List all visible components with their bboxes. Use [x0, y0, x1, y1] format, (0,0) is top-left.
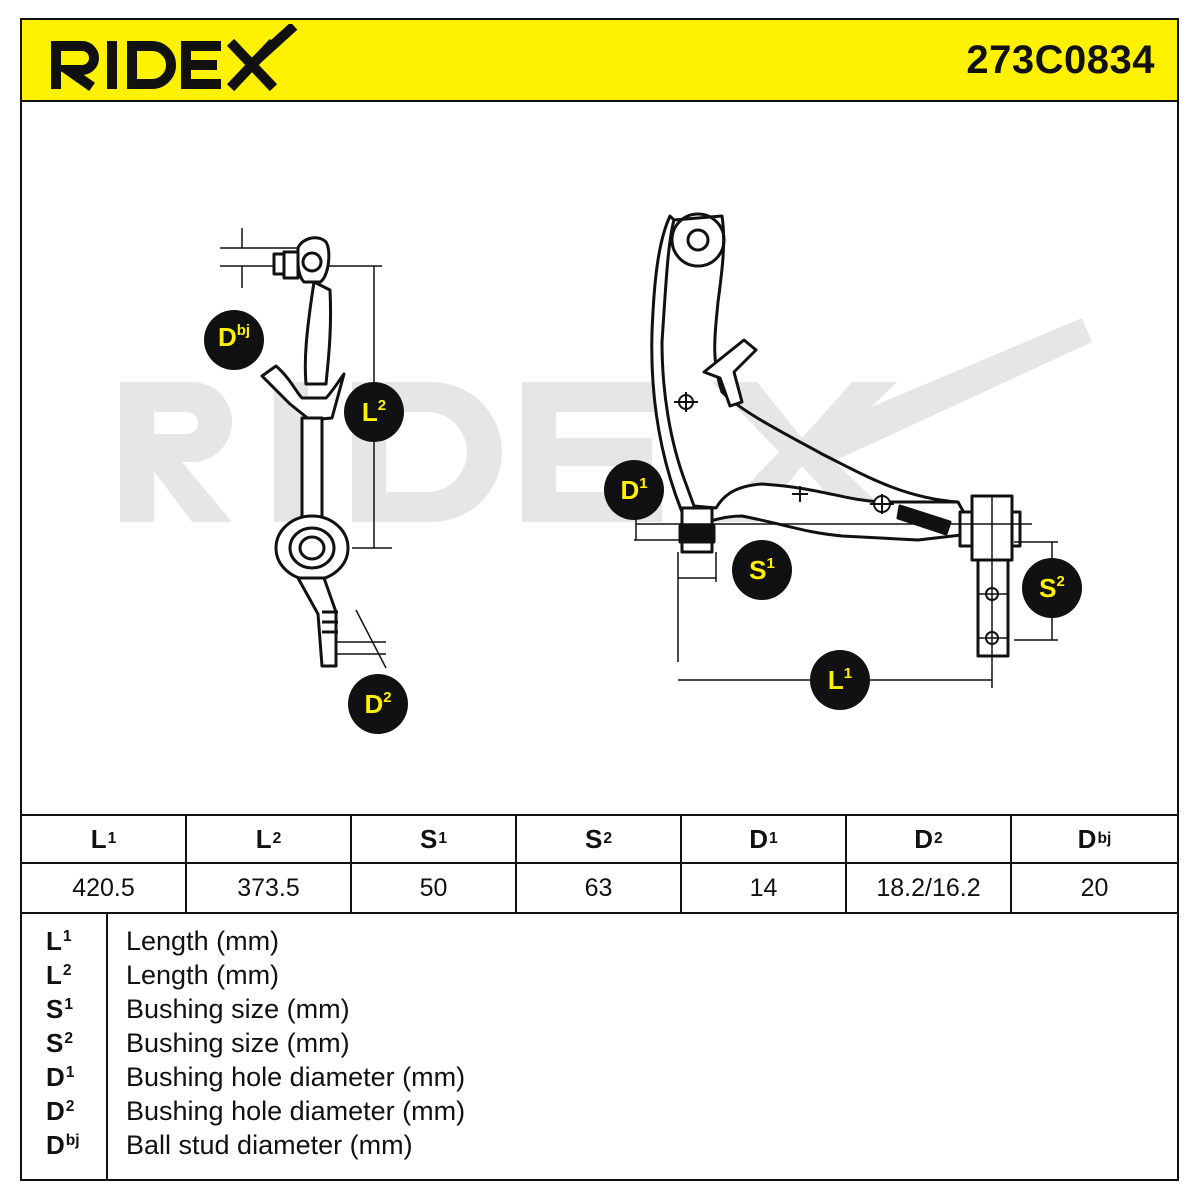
legend-symbol: Dbj — [46, 1130, 80, 1160]
legend-description: Length (mm) — [126, 960, 280, 990]
svg-text:L2: L2 — [362, 397, 386, 427]
legend-description: Bushing hole diameter (mm) — [126, 1062, 466, 1092]
legend-symbol: S1 — [46, 994, 74, 1024]
top-view-arm — [634, 212, 1058, 688]
legend-row: L2 Length (mm) — [22, 958, 1177, 992]
legend-row: D2 Bushing hole diameter (mm) — [22, 1094, 1177, 1128]
legend-symbol: S2 — [46, 1028, 74, 1058]
value-cell: 20 — [1080, 873, 1109, 902]
legend-symbol: L1 — [46, 926, 72, 956]
svg-text:D2: D2 — [364, 689, 391, 719]
callout-l2: L2 — [344, 382, 404, 442]
legend-symbol: L2 — [46, 960, 72, 990]
svg-text:L1: L1 — [828, 665, 852, 695]
svg-text:Dbj: Dbj — [218, 322, 250, 352]
svg-text:D1: D1 — [620, 475, 647, 505]
side-view-arm — [220, 228, 392, 669]
callout-s2: S2 — [1022, 558, 1082, 618]
legend-row: S2 Bushing size (mm) — [22, 1026, 1177, 1060]
legend-description: Bushing size (mm) — [126, 1028, 350, 1058]
value-cell: 420.5 — [22, 864, 187, 912]
legend-row: S1 Bushing size (mm) — [22, 992, 1177, 1026]
part-number: 273C0834 — [966, 38, 1155, 82]
legend-row: D1 Bushing hole diameter (mm) — [22, 1060, 1177, 1094]
callout-dbj: Dbj — [204, 310, 264, 370]
legend-description: Bushing hole diameter (mm) — [126, 1096, 466, 1126]
legend-description: Length (mm) — [126, 926, 280, 956]
callout-d1: D1 — [604, 460, 664, 520]
datasheet-frame: 273C0834 — [20, 18, 1179, 1181]
legend-description: Bushing size (mm) — [126, 994, 350, 1024]
svg-text:S1: S1 — [749, 555, 775, 585]
value-cell: 18.2/16.2 — [847, 864, 1012, 912]
value-cell: 63 — [517, 864, 682, 912]
legend: L1 Length (mm) L2 Length (mm) S1 Bushing… — [22, 914, 1177, 1181]
legend-row: Dbj Ball stud diameter (mm) — [22, 1128, 1177, 1162]
legend-symbol: D2 — [46, 1096, 75, 1126]
callout-d2: D2 — [348, 674, 408, 734]
legend-symbol: D1 — [46, 1062, 75, 1092]
callout-s1: S1 — [732, 540, 792, 600]
legend-description: Ball stud diameter (mm) — [126, 1130, 413, 1160]
callout-l1: L1 — [810, 650, 870, 710]
value-cell: 373.5 — [187, 864, 352, 912]
value-cell: 14 — [682, 864, 847, 912]
legend-row: L1 Length (mm) — [22, 924, 1177, 958]
header-bar: 273C0834 — [22, 20, 1177, 102]
technical-drawing: Dbj L2 D2 D1 — [22, 102, 1177, 814]
value-cell: 50 — [352, 864, 517, 912]
legend-divider — [106, 914, 108, 1181]
svg-text:S2: S2 — [1039, 573, 1065, 603]
brand-logo — [48, 22, 308, 101]
